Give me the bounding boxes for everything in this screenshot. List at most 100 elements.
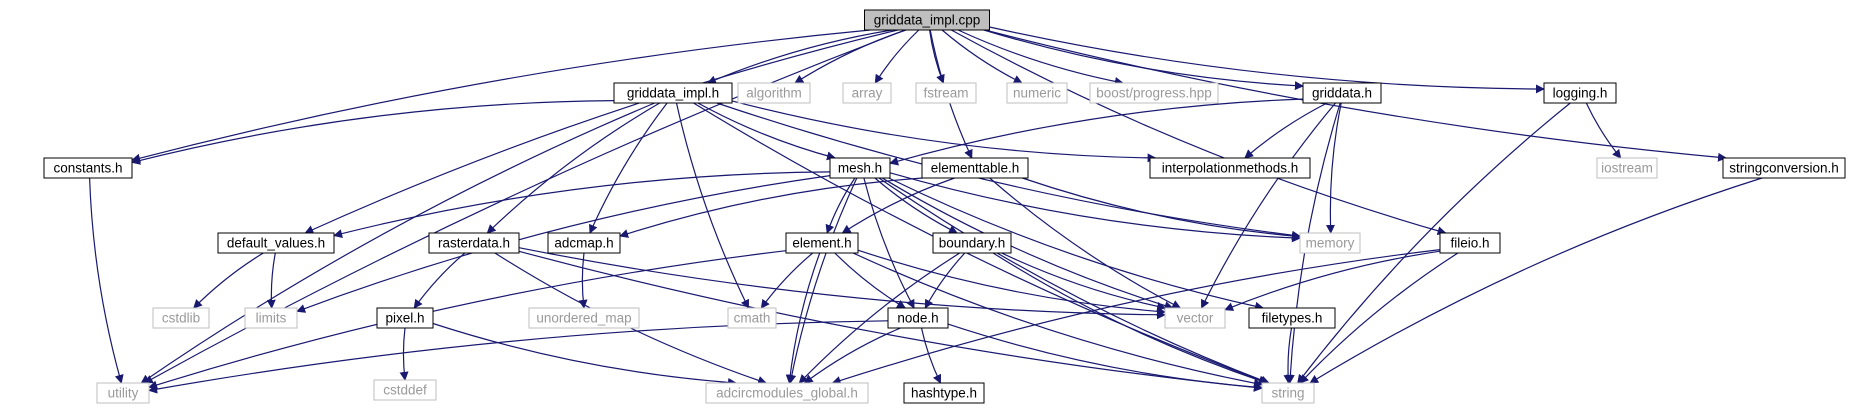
node-box-cstddef xyxy=(373,379,437,401)
edge-fileio_h-to-string xyxy=(1299,252,1459,384)
node-unordered_map: unordered_map xyxy=(528,307,640,329)
edge-node_h-to-string xyxy=(947,323,1263,392)
node-box-numeric xyxy=(1006,82,1068,104)
node-label-boost_progress: boost/progress.hpp xyxy=(1096,86,1212,101)
node-elementtable_h[interactable]: elementtable.h xyxy=(921,157,1029,179)
node-logging_h[interactable]: logging.h xyxy=(1543,82,1617,104)
edge-griddata_impl_cpp-to-array xyxy=(874,29,920,84)
node-default_values_h[interactable]: default_values.h xyxy=(217,232,335,254)
edge-mesh_h-to-node_h xyxy=(863,177,915,309)
node-label-logging_h: logging.h xyxy=(1553,86,1608,101)
edge-default_values_h-to-limits xyxy=(266,252,276,309)
node-label-cmath: cmath xyxy=(734,311,771,326)
node-fileio_h[interactable]: fileio.h xyxy=(1439,232,1501,254)
node-box-adcmap_h xyxy=(547,232,621,254)
node-box-array xyxy=(842,82,892,104)
node-boundary_h[interactable]: boundary.h xyxy=(932,232,1012,254)
node-label-cstdlib: cstdlib xyxy=(162,311,200,326)
edge-pixel_h-to-adcircmodules_global_h xyxy=(432,322,737,387)
edge-element_h-to-adcircmodules_global_h xyxy=(785,252,821,384)
node-box-griddata_impl_h xyxy=(613,82,733,104)
node-label-cstddef: cstddef xyxy=(383,383,427,398)
node-box-default_values_h xyxy=(217,232,335,254)
edge-griddata_impl_cpp-to-stringconversion_h xyxy=(984,29,1727,162)
node-box-algorithm xyxy=(737,82,811,104)
node-filetypes_h[interactable]: filetypes.h xyxy=(1248,307,1336,329)
edge-node_h-to-utility xyxy=(148,320,889,394)
node-label-algorithm: algorithm xyxy=(746,86,802,101)
edge-mesh_h-to-element_h xyxy=(825,177,856,234)
node-label-numeric: numeric xyxy=(1013,86,1061,101)
edge-mesh_h-to-memory xyxy=(889,172,1301,243)
node-label-adcmap_h: adcmap.h xyxy=(554,236,613,251)
node-label-unordered_map: unordered_map xyxy=(536,311,631,326)
edge-logging_h-to-string xyxy=(1297,102,1571,384)
node-label-memory: memory xyxy=(1306,236,1355,251)
edge-griddata_impl_h-to-memory xyxy=(716,102,1301,240)
edge-mesh_h-to-limits xyxy=(296,175,831,313)
node-label-node_h: node.h xyxy=(897,311,938,326)
node-element_h[interactable]: element.h xyxy=(785,232,859,254)
node-label-filetypes_h: filetypes.h xyxy=(1262,311,1323,326)
node-label-griddata_impl_cpp: griddata_impl.cpp xyxy=(874,13,981,28)
edge-griddata_h-to-mesh_h xyxy=(889,98,1304,166)
edge-node_h-to-adcircmodules_global_h xyxy=(803,327,901,384)
edge-griddata_impl_cpp-to-griddata_h xyxy=(983,29,1304,91)
node-griddata_impl_h[interactable]: griddata_impl.h xyxy=(613,82,733,104)
edge-elementtable_h-to-element_h xyxy=(841,177,955,234)
edge-constants_h-to-utility xyxy=(89,177,124,384)
edge-griddata_impl_cpp-to-numeric xyxy=(941,29,1023,84)
node-griddata_impl_cpp[interactable]: griddata_impl.cpp xyxy=(864,9,990,31)
node-box-fstream xyxy=(915,82,977,104)
node-label-boundary_h: boundary.h xyxy=(939,236,1006,251)
node-box-adcircmodules_global_h xyxy=(705,382,869,404)
node-label-string: string xyxy=(1271,386,1304,401)
node-mesh_h[interactable]: mesh.h xyxy=(829,157,891,179)
node-box-vector xyxy=(1164,307,1226,329)
edge-elementtable_h-to-vector xyxy=(989,177,1182,309)
node-label-stringconversion_h: stringconversion.h xyxy=(1729,161,1839,176)
node-constants_h[interactable]: constants.h xyxy=(43,157,133,179)
node-label-hashtype_h: hashtype.h xyxy=(911,386,977,401)
node-box-string xyxy=(1261,382,1315,404)
edge-mesh_h-to-vector xyxy=(881,177,1174,310)
node-memory: memory xyxy=(1299,232,1361,254)
node-box-constants_h xyxy=(43,157,133,179)
node-label-default_values_h: default_values.h xyxy=(227,236,325,251)
node-box-boost_progress xyxy=(1089,82,1219,104)
node-label-limits: limits xyxy=(256,311,287,326)
node-fstream: fstream xyxy=(915,82,977,104)
node-box-hashtype_h xyxy=(903,382,985,404)
edge-mesh_h-to-adcircmodules_global_h xyxy=(787,177,858,384)
node-label-utility: utility xyxy=(108,386,139,401)
edge-element_h-to-vector xyxy=(857,249,1166,316)
node-label-fstream: fstream xyxy=(923,86,968,101)
node-algorithm: algorithm xyxy=(737,82,811,104)
node-cstddef: cstddef xyxy=(373,379,437,401)
node-box-interpolationmethods_h xyxy=(1149,157,1311,179)
node-adcmap_h[interactable]: adcmap.h xyxy=(547,232,621,254)
edge-rasterdata_h-to-string xyxy=(518,250,1263,392)
edge-stringconversion_h-to-string xyxy=(1309,177,1763,384)
edge-griddata_impl_h-to-utility xyxy=(140,102,655,384)
node-boost_progress: boost/progress.hpp xyxy=(1089,82,1219,104)
node-vector: vector xyxy=(1164,307,1226,329)
node-stringconversion_h[interactable]: stringconversion.h xyxy=(1722,157,1846,179)
edge-mesh_h-to-filetypes_h xyxy=(888,177,1265,311)
node-label-mesh_h: mesh.h xyxy=(838,161,882,176)
edge-griddata_h-to-memory xyxy=(1325,102,1342,234)
edge-griddata_impl_h-to-rasterdata_h xyxy=(486,102,661,234)
node-hashtype_h[interactable]: hashtype.h xyxy=(903,382,985,404)
edge-element_h-to-string xyxy=(852,252,1263,388)
node-rasterdata_h[interactable]: rasterdata.h xyxy=(428,232,520,254)
node-node_h[interactable]: node.h xyxy=(887,307,949,329)
node-interpolationmethods_h[interactable]: interpolationmethods.h xyxy=(1149,157,1311,179)
node-griddata_h[interactable]: griddata.h xyxy=(1302,82,1382,104)
node-box-elementtable_h xyxy=(921,157,1029,179)
edge-griddata_impl_h-to-mesh_h xyxy=(697,102,836,161)
node-pixel_h[interactable]: pixel.h xyxy=(376,307,434,329)
node-label-element_h: element.h xyxy=(792,236,851,251)
node-box-boundary_h xyxy=(932,232,1012,254)
edge-boundary_h-to-node_h xyxy=(924,252,966,309)
node-numeric: numeric xyxy=(1006,82,1068,104)
